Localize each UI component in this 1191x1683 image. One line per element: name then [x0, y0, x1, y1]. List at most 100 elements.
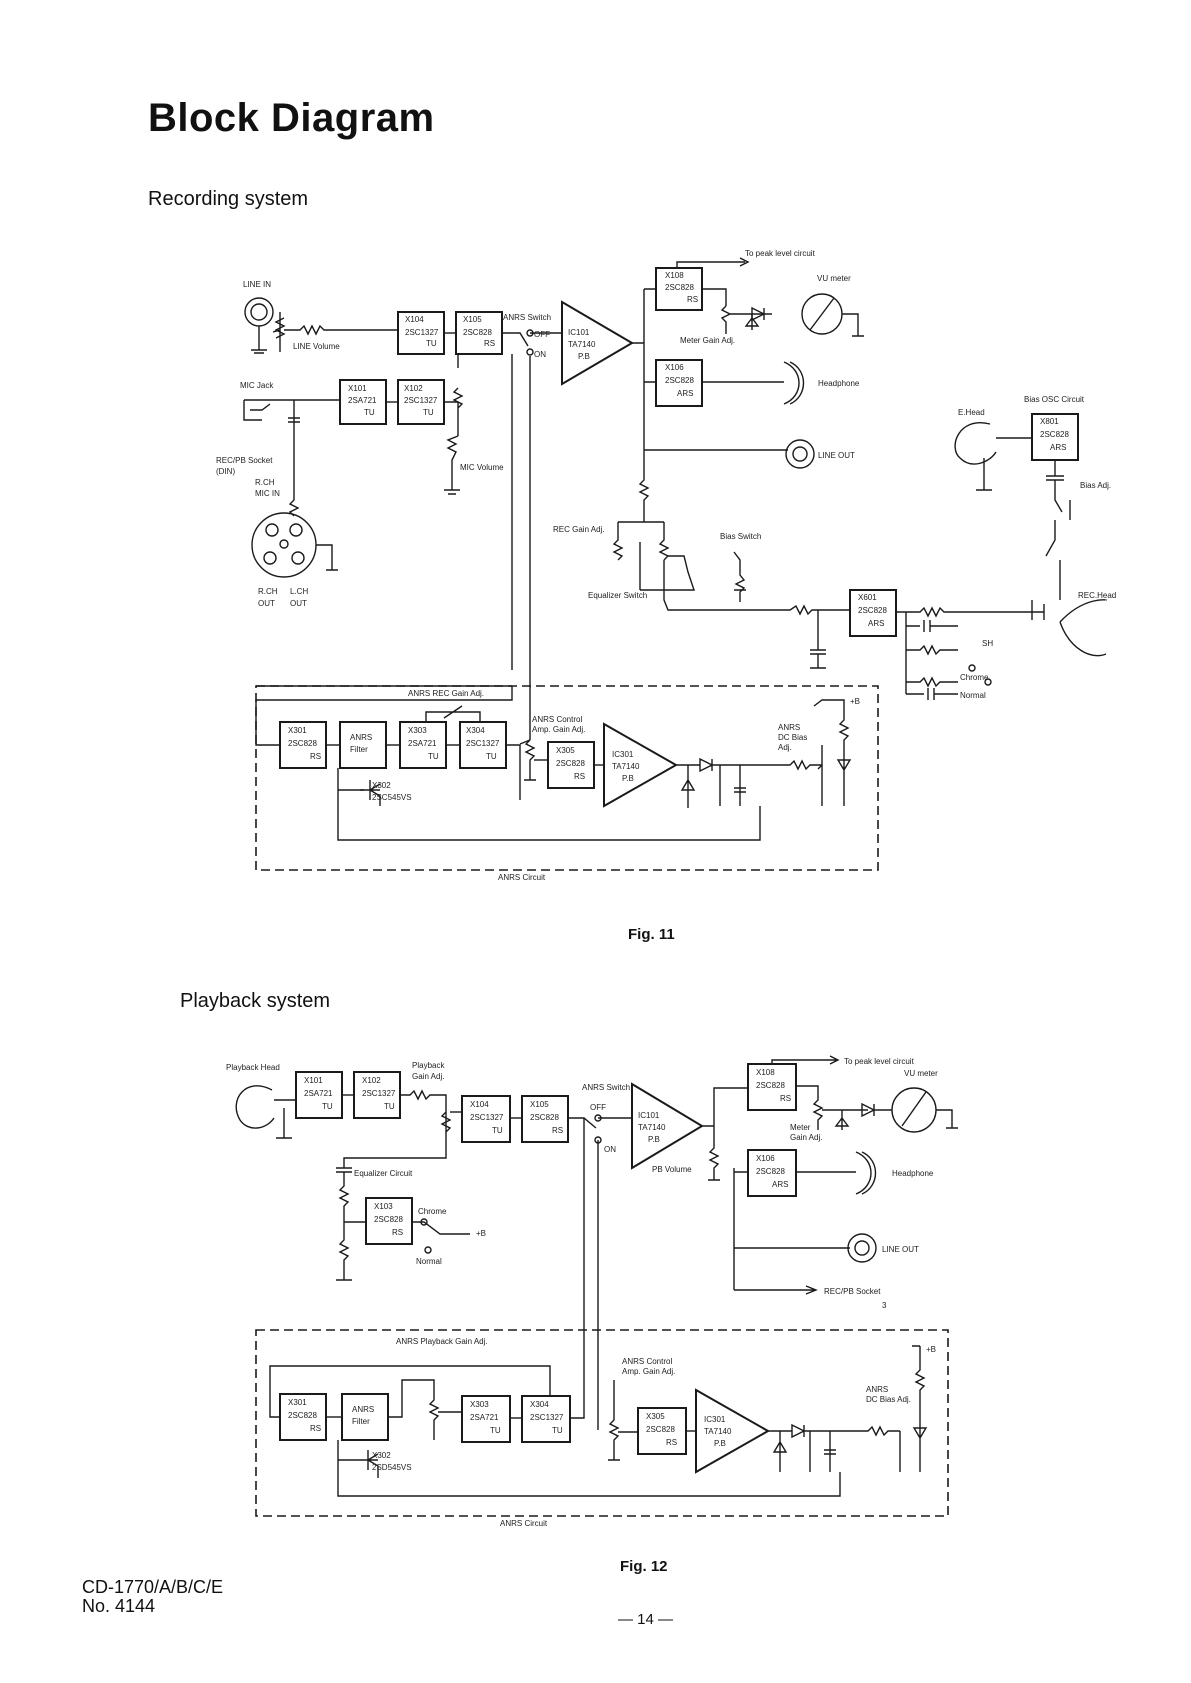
rec-adj-label: Adj. [778, 743, 792, 752]
pb-x106-suffix: ARS [772, 1180, 788, 1189]
rec-e-head-icon [954, 422, 1032, 491]
document-number: No. 4144 [82, 1596, 156, 1616]
rec-line-in-label: LINE IN [243, 280, 271, 289]
pb-x108-id: X108 [756, 1068, 775, 1077]
rec-headphone-label: Headphone [818, 379, 860, 388]
pb-x108-suffix: RS [780, 1094, 791, 1103]
playback-system-heading: Playback system [180, 990, 331, 1012]
rec-block-x102 [397, 379, 445, 425]
rec-gain-label: REC Gain Adj. [553, 525, 605, 534]
pb-x304-part: 2SC1327 [530, 1413, 564, 1422]
rec-amp-gain-label: Amp. Gain Adj. [532, 725, 585, 734]
rec-ic101-suffix: P.B [578, 352, 590, 361]
rec-l-ch-out-label: L.CH [290, 587, 308, 596]
rec-bias-switch-label: Bias Switch [720, 532, 761, 541]
rec-block-x106 [655, 359, 703, 407]
rec-mic-jack-label: MIC Jack [240, 381, 274, 390]
rec-x303-part: 2SA721 [408, 739, 437, 748]
pb-x105-suffix: RS [552, 1126, 563, 1135]
rec-x801-part: 2SC828 [1040, 430, 1069, 439]
pb-x304-id: X304 [530, 1400, 549, 1409]
pb-dc-bias-label: DC Bias Adj. [866, 1395, 911, 1404]
pb-chrome-label: Chrome [418, 1207, 447, 1216]
rec-ic101-part: TA7140 [568, 340, 596, 349]
pb-x301-part: 2SC828 [288, 1411, 317, 1420]
rec-anrs-switch-label: ANRS Switch [503, 313, 551, 322]
pb-to-peak-label: To peak level circuit [844, 1057, 915, 1066]
rec-x102-id: X102 [404, 384, 423, 393]
pb-block-x101 [295, 1071, 343, 1119]
rec-x302-part-label: 2SC545VS [372, 793, 412, 802]
pb-gain-adj-label: Gain Adj. [412, 1072, 444, 1081]
pb-block-x108 [747, 1063, 797, 1111]
pb-ic101-part: TA7140 [638, 1123, 666, 1132]
rec-rec-pb-socket-label: REC/PB Socket [216, 456, 273, 465]
rec-ic301-suffix: P.B [622, 774, 634, 783]
pb-pb-volume-label: PB Volume [652, 1165, 692, 1174]
pb-plus-b-label: +B [476, 1229, 486, 1238]
rec-x601-suffix: ARS [868, 619, 884, 628]
rec-x301-suffix: RS [310, 752, 321, 761]
pb-x102-suffix: TU [384, 1102, 395, 1111]
rec-e-head-label: E.Head [958, 408, 985, 417]
rec-x108-part: 2SC828 [665, 283, 694, 292]
rec-anrs-filter-part: Filter [350, 745, 368, 754]
pb-block-x106 [747, 1149, 797, 1197]
rec-x304-id: X304 [466, 726, 485, 735]
pb-vu-meter-label: VU meter [904, 1069, 938, 1078]
pb-anrs-circuit-box [255, 1329, 949, 1517]
rec-x101-id: X101 [348, 384, 367, 393]
rec-out1-label: OUT [258, 599, 275, 608]
rec-x601-part: 2SC828 [858, 606, 887, 615]
rec-anrs-filter-id: ANRS [350, 733, 372, 742]
rec-mic-in-label: MIC IN [255, 489, 280, 498]
pb-x101-id: X101 [304, 1076, 323, 1085]
pb-block-x105 [521, 1095, 569, 1143]
pb-anrs-control-label: ANRS Control [622, 1357, 672, 1366]
pb-ic301-amp [695, 1388, 771, 1474]
pb-x101-suffix: TU [322, 1102, 333, 1111]
rec-x801-suffix: ARS [1050, 443, 1066, 452]
rec-bias-adj-label: Bias Adj. [1080, 481, 1111, 490]
pb-eq-circuit-label: Equalizer Circuit [354, 1169, 413, 1178]
pb-x105-part: 2SC828 [530, 1113, 559, 1122]
pb-ic101-suffix: P.B [648, 1135, 660, 1144]
rec-x304-part: 2SC1327 [466, 739, 500, 748]
rec-x302-label: X302 [372, 781, 391, 790]
pb-amp-gain-label: Amp. Gain Adj. [622, 1367, 675, 1376]
rec-x601-id: X601 [858, 593, 877, 602]
pb-playback-head-icon [235, 1085, 296, 1139]
rec-out2-label: OUT [290, 599, 307, 608]
rec-x101-part: 2SA721 [348, 396, 377, 405]
pb-meter-label: Meter [790, 1123, 811, 1132]
rec-block-x305 [547, 741, 595, 789]
rec-x301-part: 2SC828 [288, 739, 317, 748]
pb-off-label: OFF [590, 1103, 606, 1112]
recording-diagram: LINE IN LINE Volume X104 2SC1327 TU X105… [216, 249, 1116, 882]
rec-x102-suffix: TU [423, 408, 434, 417]
pb-ic301-id: IC301 [704, 1415, 726, 1424]
pb-x106-id: X106 [756, 1154, 775, 1163]
pb-anrs-pb-gain-label: ANRS Playback Gain Adj. [396, 1337, 488, 1346]
rec-ic301-part: TA7140 [612, 762, 640, 771]
rec-anrs-circuit-box [255, 685, 879, 871]
rec-line-out-label: LINE OUT [818, 451, 855, 460]
rec-vu-meter-label: VU meter [817, 274, 851, 283]
rec-meter-gain-label: Meter Gain Adj. [680, 336, 735, 345]
rec-anrs-label: ANRS [778, 723, 800, 732]
pb-x105-id: X105 [530, 1100, 549, 1109]
rec-off-label: OFF [534, 330, 550, 339]
pb-plus-b2-label: +B [926, 1345, 936, 1354]
rec-x108-suffix: RS [687, 295, 698, 304]
pb-block-x103 [365, 1197, 413, 1245]
pb-x103-suffix: RS [392, 1228, 403, 1237]
rec-x105-suffix: RS [484, 339, 495, 348]
rec-block-x105 [455, 311, 503, 355]
rec-to-peak-label: To peak level circuit [745, 249, 816, 258]
rec-din-socket [251, 512, 317, 578]
pb-x303-part: 2SA721 [470, 1413, 499, 1422]
rec-r-ch-out-label: R.CH [258, 587, 278, 596]
pb-ic301-suffix: P.B [714, 1439, 726, 1448]
pb-meter-gain-adj-label: Gain Adj. [790, 1133, 822, 1142]
